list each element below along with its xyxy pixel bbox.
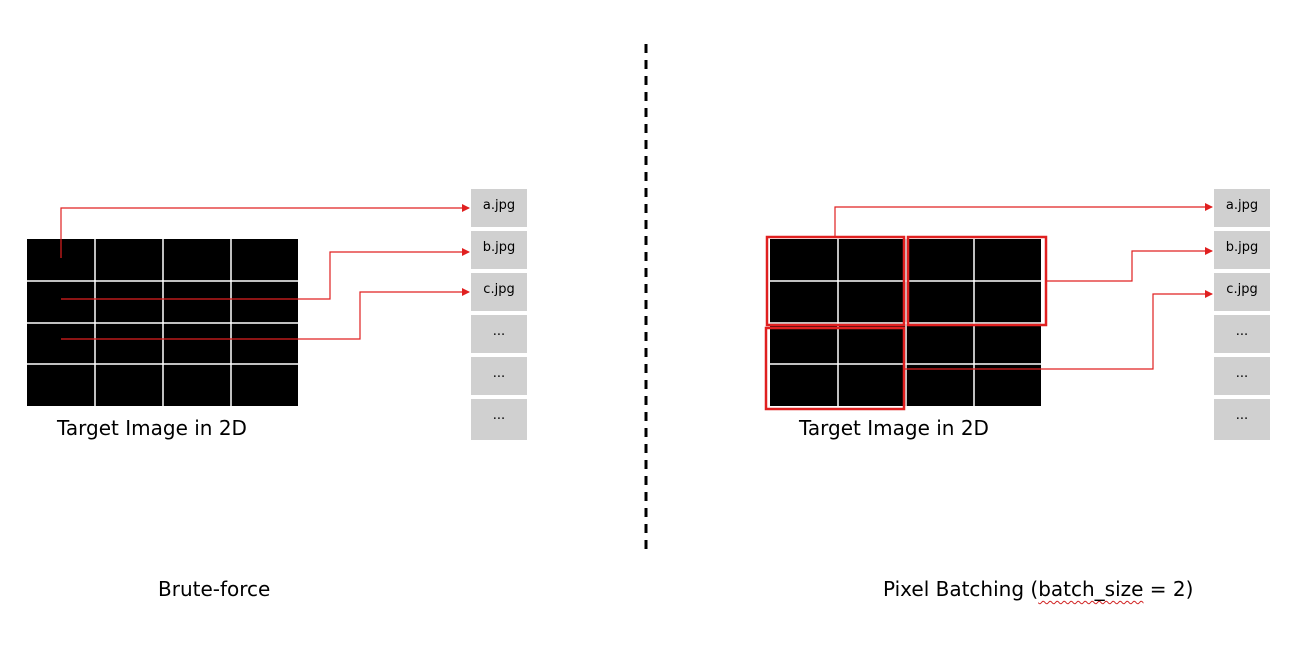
right-file-c-jpg: c.jpg — [1214, 273, 1270, 313]
left-file-ellipsis-2: ... — [471, 357, 527, 397]
right-file-ellipsis-3: ... — [1214, 399, 1270, 440]
right-target-image-grid — [770, 239, 1041, 406]
right-batch-arrows — [834, 203, 1213, 370]
left-file-b-jpg: b.jpg — [471, 231, 527, 271]
right-image-caption: Target Image in 2D — [799, 416, 989, 440]
left-pixel-arrows — [60, 204, 470, 340]
left-file-c-jpg: c.jpg — [471, 273, 527, 313]
right-file-a-jpg: a.jpg — [1214, 189, 1270, 229]
right-file-b-jpg: b.jpg — [1214, 231, 1270, 271]
left-target-image-grid — [27, 239, 298, 406]
left-file-ellipsis-3: ... — [471, 399, 527, 440]
pixel-batching-label: Pixel Batching (batch_size = 2) — [883, 577, 1193, 601]
brute-force-label: Brute-force — [158, 577, 271, 601]
left-file-a-jpg: a.jpg — [471, 189, 527, 229]
pixel-batching-label-suffix: = 2) — [1143, 577, 1194, 601]
right-file-ellipsis-1: ... — [1214, 315, 1270, 355]
arrow-pixel-to-b-jpg — [61, 248, 470, 300]
left-file-ellipsis-1: ... — [471, 315, 527, 355]
right-file-ellipsis-2: ... — [1214, 357, 1270, 397]
arrow-batch2-to-b-jpg — [1046, 247, 1213, 282]
pixel-batching-label-prefix: Pixel Batching ( — [883, 577, 1039, 601]
arrow-pixel-to-a-jpg — [60, 204, 470, 258]
arrow-pixel-to-c-jpg — [61, 288, 470, 340]
left-image-caption: Target Image in 2D — [57, 416, 247, 440]
arrow-batch3-to-c-jpg — [904, 290, 1213, 370]
batch-size-term: batch_size — [1038, 577, 1144, 601]
arrow-batch1-to-a-jpg — [834, 203, 1213, 237]
